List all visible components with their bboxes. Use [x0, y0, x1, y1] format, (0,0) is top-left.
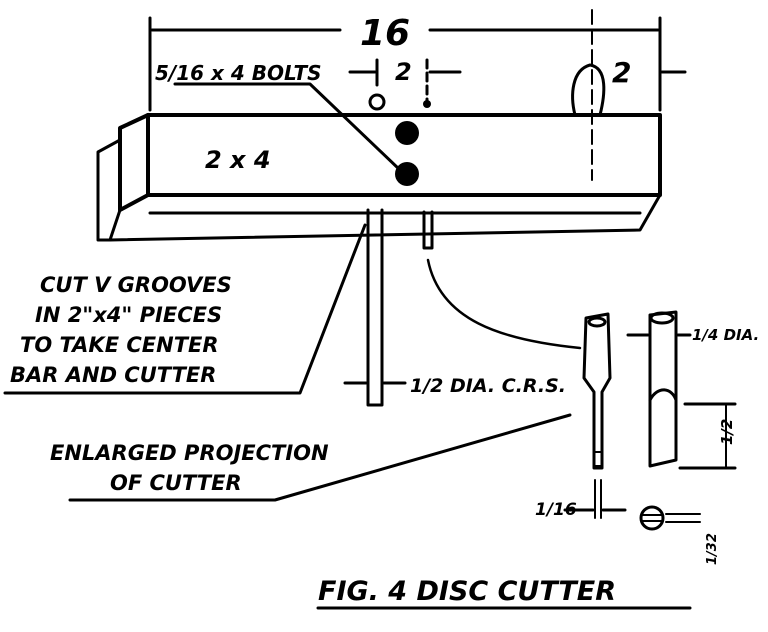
- cutter: [422, 210, 434, 250]
- center-spacing-label: 2: [395, 58, 412, 86]
- bolt-head: [395, 162, 419, 186]
- nub: [368, 93, 386, 111]
- svg-text:OF CUTTER: OF CUTTER: [110, 471, 242, 495]
- projection-note: ENLARGED PROJECTION OF CUTTER: [50, 413, 572, 502]
- svg-text:BAR AND CUTTER: BAR AND CUTTER: [10, 363, 216, 387]
- svg-text:ENLARGED PROJECTION: ENLARGED PROJECTION: [50, 441, 329, 465]
- handle-offset-label: 2: [612, 56, 631, 89]
- svg-text:IN 2"x4" PIECES: IN 2"x4" PIECES: [35, 303, 222, 327]
- bar-diameter-label: 1/2 DIA. C.R.S.: [410, 375, 566, 397]
- overall-dimension: 16: [148, 13, 662, 112]
- tip-width-label: 1/16: [535, 500, 577, 520]
- center-bar: [366, 208, 384, 407]
- handle-dimension: 2: [591, 9, 687, 181]
- handle: [571, 63, 606, 117]
- tip-thickness-label: 1/32: [705, 533, 720, 565]
- cutter-diameter-label: 1/4 DIA.: [692, 326, 759, 344]
- cutter-end-view: 1/32: [639, 505, 720, 565]
- bevel-length-label: 1/2: [718, 419, 736, 445]
- bolt-head: [395, 121, 419, 145]
- nub: [423, 100, 431, 108]
- overall-length-label: 16: [360, 13, 410, 54]
- bolts-label: 5/16 x 4 BOLTS: [155, 61, 321, 85]
- svg-text:CUT V GROOVES: CUT V GROOVES: [40, 273, 232, 297]
- enlarged-cutter-front: 1/4 DIA. 1/2: [626, 310, 759, 470]
- block-label: 2 x 4: [205, 146, 271, 174]
- wooden-block: 2 x 4: [96, 113, 662, 242]
- center-spacing-dimension: 2: [348, 58, 462, 102]
- figure-caption: FIG. 4 DISC CUTTER: [318, 576, 616, 607]
- enlarged-cutter-side: 1/16: [535, 312, 627, 520]
- svg-text:TO TAKE CENTER: TO TAKE CENTER: [20, 333, 219, 357]
- bolts-leader: [173, 82, 402, 172]
- grooves-note: CUT V GROOVES IN 2"x4" PIECES TO TAKE CE…: [3, 223, 367, 395]
- projection-arrow: [426, 258, 582, 350]
